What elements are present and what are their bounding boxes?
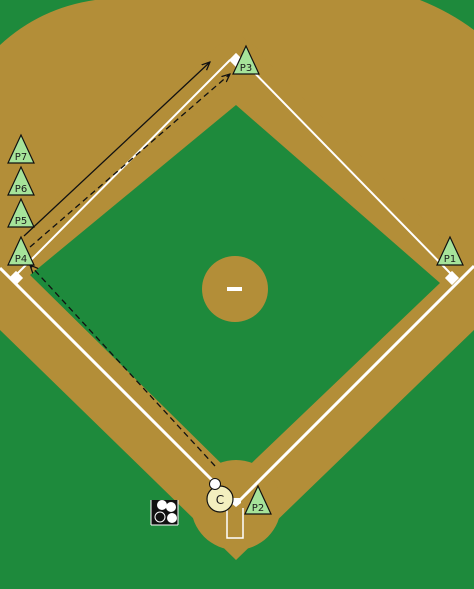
arrow-p4-to-second-dashed: [29, 74, 230, 248]
catcher-label: C: [216, 493, 224, 507]
player-p7[interactable]: P7: [7, 133, 35, 164]
ball-bucket-icon: [150, 500, 179, 526]
player-p1[interactable]: P1: [436, 235, 464, 266]
player-p3[interactable]: P3: [232, 44, 260, 75]
foul-line-first: [238, 264, 474, 502]
arrow-p4-to-second: [23, 62, 210, 237]
player-p3-label: P3: [240, 63, 252, 74]
player-p5-label: P5: [15, 216, 27, 227]
base-line-second-first: [241, 59, 453, 276]
player-p4-label: P4: [15, 254, 27, 265]
player-p2[interactable]: P2: [244, 484, 272, 515]
catchers-box: [226, 508, 244, 539]
pitchers-rubber: [227, 287, 242, 291]
player-p4[interactable]: P4: [7, 235, 35, 266]
player-p6-label: P6: [15, 184, 27, 195]
first-base: [444, 270, 460, 286]
catcher[interactable]: C: [206, 485, 234, 513]
foul-line-third: [0, 266, 234, 502]
player-p6[interactable]: P6: [7, 165, 35, 196]
player-p1-label: P1: [444, 254, 456, 265]
third-base: [8, 270, 24, 286]
arrow-catcher-to-p4-dashed: [30, 265, 216, 467]
player-p5[interactable]: P5: [7, 197, 35, 228]
player-p7-label: P7: [15, 152, 27, 163]
base-line-second-third: [15, 59, 231, 276]
player-p2-label: P2: [252, 503, 264, 514]
ball-icon: [209, 478, 221, 490]
